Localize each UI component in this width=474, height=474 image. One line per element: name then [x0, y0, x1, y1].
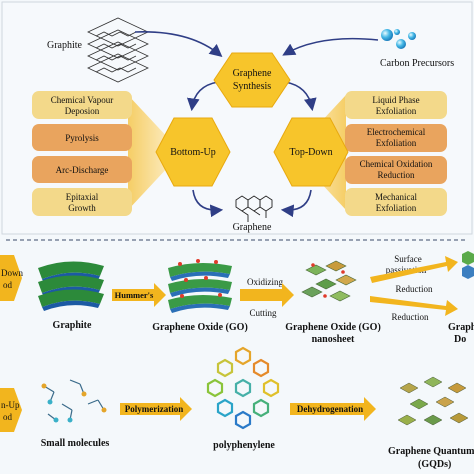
left-method-3-box	[32, 156, 132, 183]
dehydrogenation-label: Dehydrogenation	[297, 404, 363, 414]
go-nanosheet-line2: nanosheet	[312, 334, 355, 345]
left-method-4-line1: Epitaxial	[66, 192, 99, 202]
right-method-4-line1: Mechanical	[375, 192, 417, 202]
arrow-synthesis-to-bottomup	[186, 81, 219, 112]
left-method-2: Pyrolysis	[32, 124, 132, 151]
left-method-2-box	[32, 124, 132, 151]
gqd-line1: Graphene Quantum D	[388, 446, 474, 457]
left-method-1-line2: Deposion	[65, 106, 100, 116]
gqd-edge-image	[462, 251, 474, 279]
right-method-1-line1: Liquid Phase	[372, 95, 419, 105]
left-method-3-label: Arc-Discharge	[56, 165, 109, 175]
reduction-arrow-lower	[370, 296, 458, 316]
row1-edge-line1: Graph	[448, 322, 474, 333]
graphene-synthesis-hexagon	[213, 52, 291, 108]
right-method-4: Mechanical Exfoliation	[345, 188, 447, 216]
right-method-1-line2: Exfoliation	[376, 106, 417, 116]
carbon-precursor-bubbles-icon	[381, 29, 416, 49]
polyphenylene-image	[206, 346, 280, 430]
right-method-3-box	[345, 156, 447, 184]
graphite-layers-image	[38, 261, 104, 311]
right-method-3: Chemical Oxidation Reduction	[345, 156, 447, 184]
graphite-lattice-icon	[87, 17, 149, 83]
synthesis-line1: Graphene	[233, 68, 272, 79]
row2-side-arrow: n-Up od	[0, 388, 22, 432]
surface-label: Surface	[394, 254, 421, 264]
bottom-up-hexagon	[155, 117, 231, 187]
go-nanosheet-line1: Graphene Oxide (GO)	[285, 322, 381, 333]
row1-side-line1: Down	[1, 268, 23, 278]
right-method-2-line1: Electrochemical	[367, 127, 426, 137]
polyphenylene-label: polyphenylene	[213, 440, 275, 451]
right-method-4-box	[345, 188, 447, 216]
polymerization-arrow	[120, 397, 192, 421]
left-method-3: Arc-Discharge	[32, 156, 132, 183]
top-down-label: Top-Down	[289, 147, 332, 158]
left-methods: Chemical Vapour Deposion Pyrolysis Arc-D…	[32, 91, 132, 216]
right-method-2: Electrochemical Exfoliation	[345, 124, 447, 152]
dehydrogenation-arrow	[290, 397, 376, 421]
left-method-4-line2: Growth	[68, 203, 96, 213]
row1-side-line2: od	[3, 280, 13, 290]
small-molecules-label: Small molecules	[41, 438, 110, 449]
top-down-hexagon	[273, 117, 349, 187]
graphene-label: Graphene	[233, 222, 272, 233]
row1-graphite-label: Graphite	[53, 320, 92, 331]
graphite-label: Graphite	[47, 40, 83, 51]
reduction-arrow-upper	[370, 256, 458, 283]
bottom-up-label: Bottom-Up	[170, 147, 216, 158]
right-method-2-line2: Exfoliation	[376, 138, 417, 148]
left-method-2-label: Pyrolysis	[65, 133, 99, 143]
row2-side-line2: od	[3, 412, 13, 422]
right-method-2-box	[345, 124, 447, 152]
reduction2-label: Reduction	[392, 312, 429, 322]
graphene-oxide-layers-image	[168, 259, 232, 313]
right-method-3-line2: Reduction	[378, 170, 415, 180]
right-method-3-line1: Chemical Oxidation	[360, 159, 433, 169]
go-nanosheet-image	[301, 260, 357, 302]
row1-side-arrow: Down od	[0, 255, 23, 301]
bottom-up-fan	[128, 95, 170, 210]
gqd-cluster-image	[397, 376, 469, 426]
left-method-1-line1: Chemical Vapour	[51, 95, 114, 105]
oxidizing-label: Oxidizing	[247, 277, 283, 287]
right-method-1: Liquid Phase Exfoliation	[345, 91, 447, 119]
small-molecules-image	[41, 379, 107, 423]
arrow-precursors-to-synthesis	[282, 37, 379, 56]
arrow-graphite-to-synthesis	[134, 31, 223, 58]
left-method-1-box	[32, 91, 132, 119]
left-method-1: Chemical Vapour Deposion	[32, 91, 132, 119]
row1-edge-line2: Do	[454, 334, 466, 345]
carbon-precursors-label: Carbon Precursors	[380, 58, 454, 69]
cutting-label: Cutting	[249, 308, 277, 318]
graphene-molecule-icon	[235, 195, 273, 222]
graphene-oxide-label: Graphene Oxide (GO)	[152, 322, 248, 333]
hummers-arrow	[112, 283, 166, 307]
row2-side-line1: n-Up	[1, 400, 20, 410]
oxidizing-cutting-arrow	[240, 283, 294, 307]
right-method-4-line2: Exfoliation	[376, 203, 417, 213]
left-method-4-box	[32, 188, 132, 216]
hummers-label: Hummer's	[115, 290, 154, 300]
left-method-4: Epitaxial Growth	[32, 188, 132, 216]
polymerization-label: Polymerization	[125, 404, 183, 414]
right-methods: Liquid Phase Exfoliation Electrochemical…	[345, 91, 447, 216]
right-method-1-box	[345, 91, 447, 119]
arrow-bottomup-to-graphene	[192, 189, 224, 218]
synthesis-line2: Synthesis	[233, 81, 271, 92]
arrow-topdown-to-graphene	[280, 189, 312, 218]
reduction-label: Reduction	[396, 284, 433, 294]
gqd-line2: (GQDs)	[418, 459, 451, 470]
